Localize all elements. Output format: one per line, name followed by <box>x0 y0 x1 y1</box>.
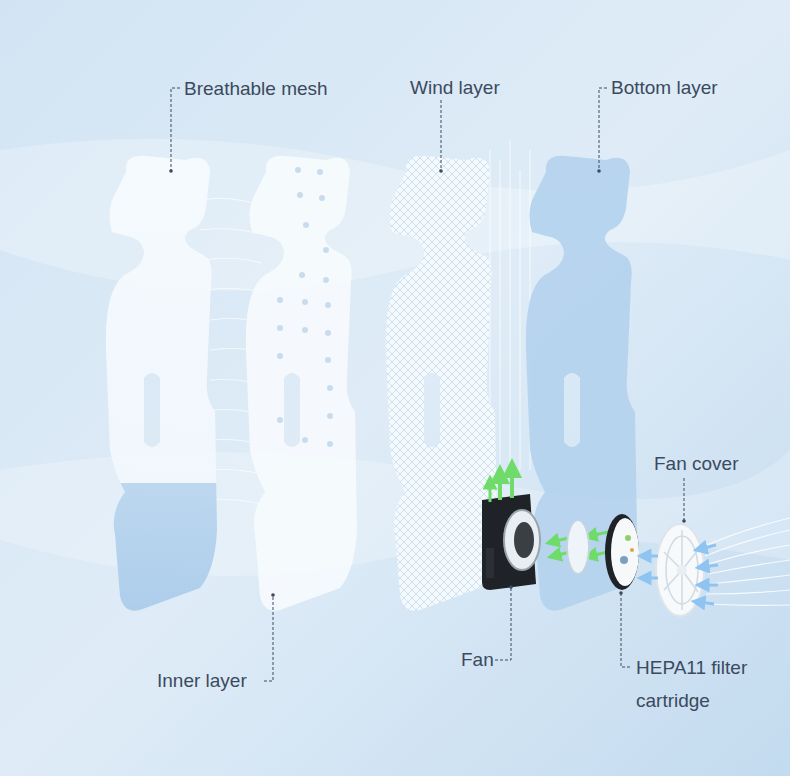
leader-lines <box>171 88 684 681</box>
inner-layer-holes <box>327 413 333 419</box>
incoming-airflow <box>704 604 790 605</box>
wind-layer <box>386 156 497 611</box>
leader-lines <box>684 478 685 520</box>
leader-lines <box>599 88 607 170</box>
fan-cover-illustration <box>656 524 704 616</box>
filter-cartridge-illustration <box>620 556 628 564</box>
fan-illustration <box>489 482 492 502</box>
filter-cartridge-illustration <box>630 548 634 552</box>
fan-illustration <box>510 468 514 498</box>
fan-illustration <box>482 468 540 590</box>
inner-layer-holes <box>277 417 283 423</box>
airflow-lines <box>500 160 501 470</box>
part-label: Wind layer <box>410 71 500 104</box>
leader-lines <box>171 88 180 170</box>
airflow-lines <box>520 170 521 470</box>
leader-dots <box>682 519 686 523</box>
incoming-airflow <box>708 560 790 574</box>
inner-layer-holes <box>277 325 283 331</box>
incoming-air-arrows <box>644 577 658 580</box>
incoming-airflow <box>706 590 790 594</box>
inner-layer-holes <box>277 297 283 303</box>
inner-layer-holes <box>302 437 308 443</box>
incoming-air-arrows <box>644 555 658 558</box>
leader-lines <box>495 588 511 660</box>
fan-cover-illustration <box>656 524 704 616</box>
filter-cartridge-illustration <box>567 514 639 590</box>
part-label: Fan cover <box>654 447 738 480</box>
inner-layer-holes <box>297 192 303 198</box>
leader-dots <box>509 585 513 589</box>
inner-layer-holes <box>325 302 331 308</box>
filtered-air-arrows <box>552 538 568 542</box>
incoming-airflow <box>700 518 790 605</box>
leader-dots <box>597 169 601 173</box>
incoming-air-arrows <box>698 602 714 604</box>
incoming-airflow <box>705 530 790 556</box>
filter-cartridge-illustration <box>611 518 639 586</box>
airflow-lines <box>510 140 511 470</box>
part-label: Inner layer <box>157 664 247 697</box>
incoming-airflow <box>708 575 790 584</box>
inner-layer-holes <box>317 169 323 175</box>
inner-layer-holes <box>295 167 301 173</box>
filter-cartridge-illustration <box>567 520 589 574</box>
leader-lines <box>621 594 630 667</box>
fan-illustration <box>504 510 540 570</box>
leader-lines <box>264 596 273 681</box>
fan-illustration <box>486 548 494 578</box>
leader-dots <box>619 591 623 595</box>
filtered-air-arrows <box>590 532 608 536</box>
part-label: Breathable mesh <box>184 72 328 105</box>
fan-illustration <box>498 474 502 500</box>
airflow-lines <box>210 500 262 505</box>
airflow-lines <box>200 229 260 234</box>
inner-layer-holes <box>323 247 329 253</box>
incoming-airflow <box>708 545 790 564</box>
inner-layer-holes <box>319 195 325 201</box>
fan-cover-illustration <box>677 565 687 575</box>
filter-cartridge-illustration <box>605 514 639 590</box>
part-label: Bottom layer <box>611 71 718 104</box>
incoming-air-arrows <box>702 584 718 587</box>
part-label: Fan <box>461 643 494 676</box>
airflow-lines <box>210 470 262 475</box>
inner-layer-holes <box>277 353 283 359</box>
inner-layer-holes <box>299 272 305 278</box>
incoming-air-arrows <box>702 565 718 567</box>
incoming-air-arrows <box>700 545 716 549</box>
part-label: HEPA11 filter cartridge <box>636 651 784 717</box>
inner-layer-holes <box>327 441 333 447</box>
fan-cover-illustration <box>664 530 698 610</box>
leader-dots <box>169 169 686 597</box>
breathable-mesh-layer <box>106 156 217 611</box>
inner-layer-holes <box>323 277 329 283</box>
fan-cover-illustration <box>681 530 683 570</box>
leader-lines <box>441 100 442 170</box>
inner-layer-holes <box>325 330 331 336</box>
airflow-lines <box>490 140 530 470</box>
airflow-lines <box>205 258 262 263</box>
inner-layer <box>246 156 357 611</box>
inner-layer-holes <box>303 222 309 228</box>
leader-dots <box>439 169 443 173</box>
fan-cover-illustration <box>681 570 683 610</box>
leader-dots <box>169 169 173 173</box>
inner-layer-holes <box>302 299 308 305</box>
fan-illustration <box>514 522 534 558</box>
inner-layer-holes <box>277 167 333 447</box>
leader-dots <box>271 593 275 597</box>
inner-layer-holes <box>327 385 333 391</box>
inner-layer-holes <box>325 357 331 363</box>
filter-cartridge-illustration <box>625 535 631 541</box>
incoming-air-arrows <box>644 545 718 604</box>
inner-layer-holes <box>302 327 308 333</box>
